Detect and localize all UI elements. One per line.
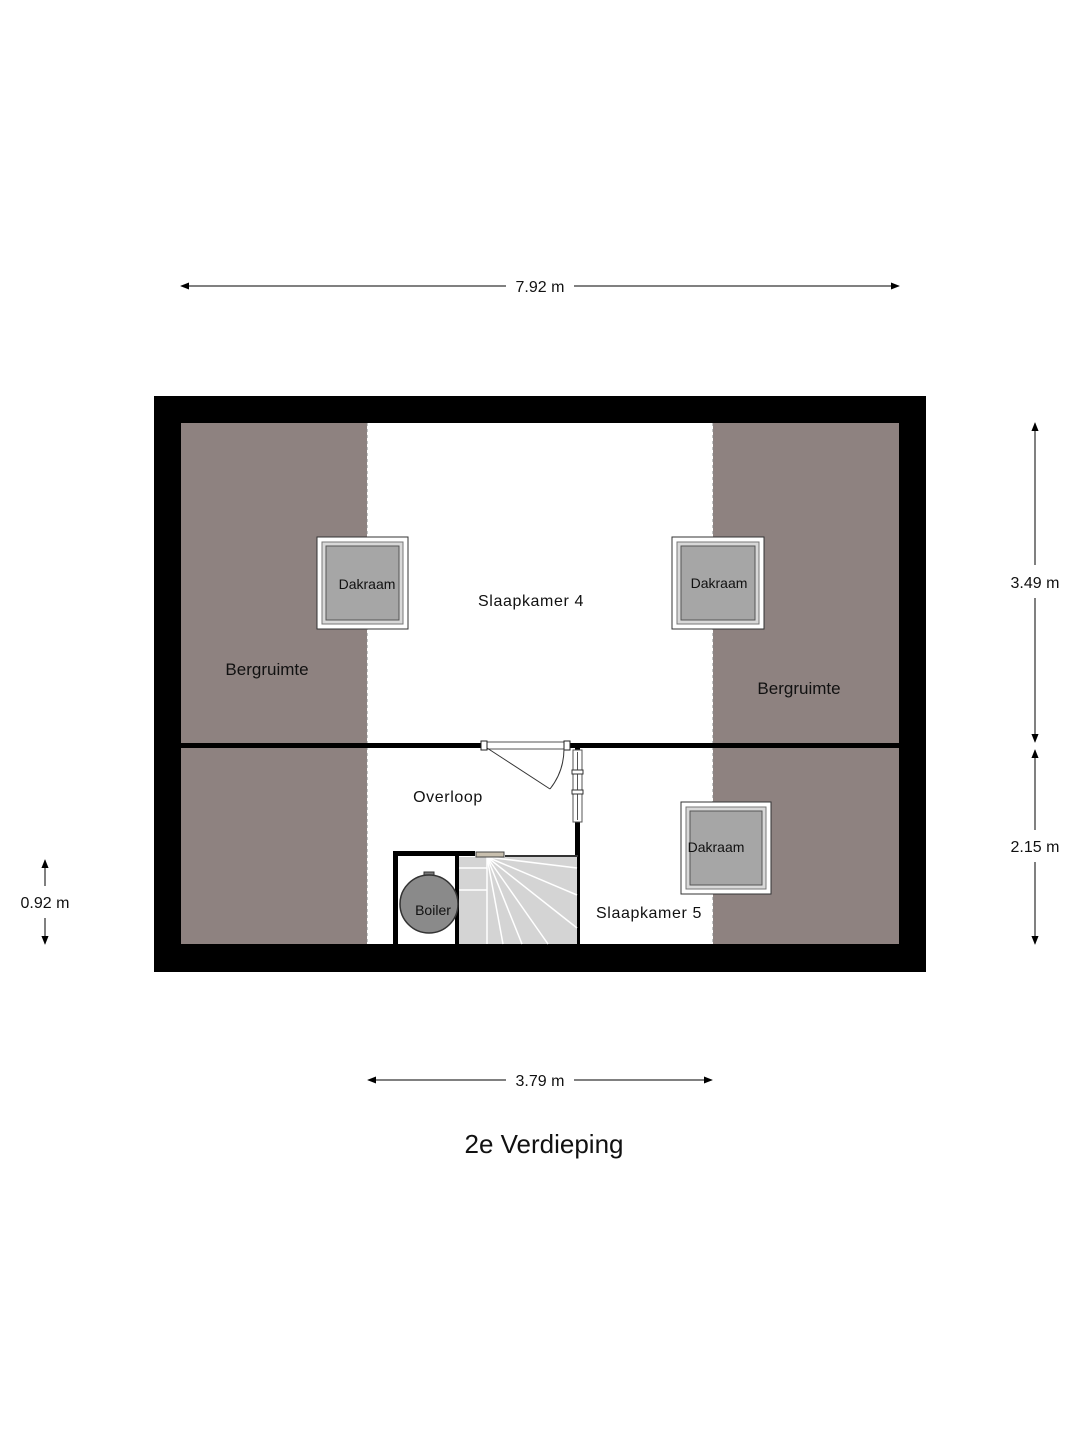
staircase [459,851,578,945]
room-label-overloop: Overloop [413,789,483,806]
skylight-1-label: Dakraam [339,576,396,592]
interior-wall-horizontal-right [568,743,899,748]
dimension-right-upper-label: 3.49 m [1011,575,1060,592]
skylight-2: Dakraam [671,536,765,630]
dimension-total-width-label: 7.92 m [516,279,565,296]
room-label-bergruimte-left: Bergruimte [225,660,308,679]
interior-wall-horizontal-left [181,743,483,748]
skylight-3: Dakraam [680,801,772,895]
skylight-3-label: Dakraam [688,839,745,855]
dimension-bottom-width-label: 3.79 m [516,1073,565,1090]
door-slaapkamer-5 [571,749,584,823]
room-label-bergruimte-right: Bergruimte [757,679,840,698]
room-label-slaapkamer-5: Slaapkamer 5 [596,905,702,922]
door-slaapkamer-4 [480,740,571,790]
boiler: Boiler [399,871,459,934]
dimension-left-small-label: 0.92 m [21,895,70,912]
floor-title: 2e Verdieping [464,1129,623,1159]
stair-wall-top [505,855,578,857]
dimension-bottom-width: 3.79 m [367,1073,713,1090]
interior-wall-vertical [575,748,580,944]
dimension-right-lower-label: 2.15 m [1011,839,1060,856]
dimension-total-width: 7.92 m [180,279,900,296]
boiler-cupboard-wall-top [393,851,475,856]
storage-zone-bottom-left [181,748,367,944]
boiler-label: Boiler [415,902,451,918]
dimension-right-upper: 3.49 m [1011,422,1060,743]
room-label-slaapkamer-4: Slaapkamer 4 [478,593,584,610]
skylight-1: Dakraam [316,536,409,630]
dimension-left-small: 0.92 m [21,859,70,945]
dimension-right-lower: 2.15 m [1011,749,1060,945]
boiler-cupboard-wall-left [393,851,398,944]
skylight-2-label: Dakraam [691,575,748,591]
